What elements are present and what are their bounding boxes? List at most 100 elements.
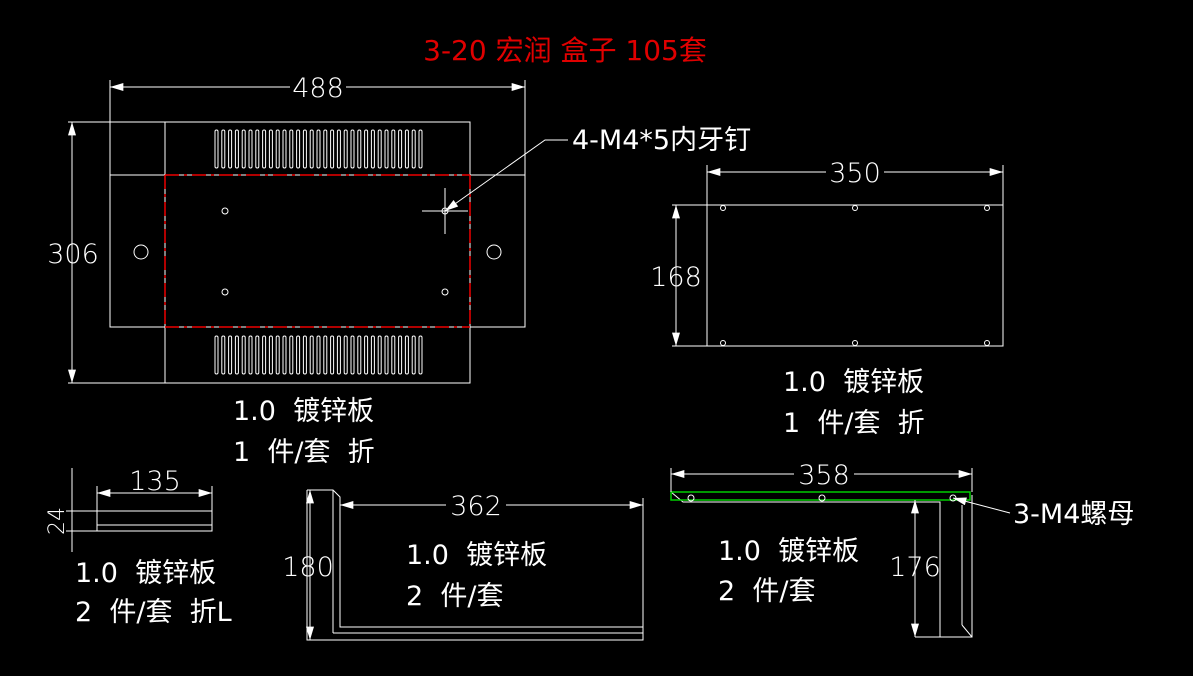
dim-height-label: 24 — [45, 507, 70, 535]
vent-slot — [398, 335, 403, 375]
vent-slot — [289, 335, 294, 375]
spec-label: 1.0 镀锌板 — [406, 540, 547, 571]
mount-hole — [133, 244, 149, 260]
vent-slot — [384, 129, 389, 169]
vent-slot — [398, 129, 403, 169]
vent-slot — [248, 129, 253, 169]
vent-slot — [391, 129, 396, 169]
dim-width-label: 358 — [798, 460, 850, 491]
vent-slot — [228, 129, 233, 169]
drawing-title: 3-20 宏润 盒子 105套 — [423, 34, 707, 67]
vent-slot — [255, 129, 260, 169]
spec-label: 1.0 镀锌板 — [75, 558, 216, 589]
vent-slot — [418, 335, 423, 375]
qty-label: 2 件/套 — [406, 581, 503, 612]
main-body-outline — [164, 121, 471, 384]
vent-slot — [282, 335, 287, 375]
vent-slot — [357, 335, 362, 375]
dim-height-label: 180 — [282, 552, 334, 583]
vent-slot — [343, 129, 348, 169]
vent-slot — [330, 335, 335, 375]
qty-label: 2 件/套 折L — [75, 597, 232, 628]
screw-hole — [441, 288, 449, 296]
bracket-part: 358 176 3-M4螺母 1.0 镀锌板 2 件/套 — [670, 460, 1134, 638]
vent-slot — [296, 335, 301, 375]
callout-leader — [444, 139, 568, 212]
qty-label: 2 件/套 — [718, 576, 815, 607]
vent-slot — [302, 335, 307, 375]
side-outline — [706, 204, 1004, 347]
vent-slot — [404, 129, 409, 169]
vent-slot — [336, 335, 341, 375]
vent-slot — [221, 129, 226, 169]
vent-slot — [377, 335, 382, 375]
vent-slot — [221, 335, 226, 375]
vent-slot — [370, 129, 375, 169]
vent-slot — [234, 129, 239, 169]
vent-slot — [364, 129, 369, 169]
vent-slot — [268, 335, 273, 375]
vent-slot — [323, 335, 328, 375]
screw-hole — [221, 207, 229, 215]
dim-height-label: 176 — [889, 552, 941, 583]
dim-width-label: 362 — [450, 491, 502, 522]
side-view: 350 168 1.0 镀锌板 1 件/套 折 — [650, 158, 1004, 439]
vent-slot — [262, 335, 267, 375]
main-view: 488 306 4-M4*5内牙钉 1.0 镀锌板 1 件/套 折 — [47, 73, 751, 468]
vent-slot — [262, 129, 267, 169]
vent-slot — [309, 129, 314, 169]
vent-slot — [411, 335, 416, 375]
vent-slot — [282, 129, 287, 169]
vent-slot — [411, 129, 416, 169]
vent-slot — [384, 335, 389, 375]
vent-slot — [289, 129, 294, 169]
main-flanges-outline — [109, 174, 526, 328]
qty-label: 1 件/套 折 — [783, 408, 925, 439]
vent-slot — [228, 335, 233, 375]
vent-slot — [275, 335, 280, 375]
vent-slot — [323, 129, 328, 169]
vent-slot — [364, 335, 369, 375]
vent-slot — [296, 129, 301, 169]
vent-slot — [302, 129, 307, 169]
spec-label: 1.0 镀锌板 — [783, 367, 924, 398]
vent-slot — [268, 129, 273, 169]
vent-slot — [370, 335, 375, 375]
vent-slot — [248, 335, 253, 375]
l-part: 362 180 1.0 镀锌板 2 件/套 — [282, 489, 644, 641]
vent-slot — [309, 335, 314, 375]
vent-slot — [418, 129, 423, 169]
dim-height-label: 168 — [650, 262, 702, 293]
vent-slot — [404, 335, 409, 375]
vent-slot — [377, 129, 382, 169]
vent-slot — [275, 129, 280, 169]
dim-width-label: 350 — [829, 158, 881, 189]
small-part: 135 24 1.0 镀锌板 2 件/套 折L — [45, 466, 232, 628]
dim-height-label: 306 — [47, 239, 99, 270]
vent-slot — [357, 129, 362, 169]
mount-hole — [486, 244, 502, 260]
callout-label: 4-M4*5内牙钉 — [572, 125, 751, 156]
callout-leader — [952, 497, 1011, 514]
vent-slot — [350, 129, 355, 169]
vent-slot — [330, 129, 335, 169]
vent-slot — [214, 335, 219, 375]
vent-slot — [234, 335, 239, 375]
vent-slot — [350, 335, 355, 375]
vent-slot — [255, 335, 260, 375]
dim-width-label: 135 — [129, 466, 181, 497]
spec-label: 1.0 镀锌板 — [233, 396, 374, 427]
dim-width-label: 488 — [292, 73, 344, 104]
vent-slot — [214, 129, 219, 169]
vent-slots — [214, 129, 423, 375]
vent-slot — [316, 129, 321, 169]
vent-slot — [336, 129, 341, 169]
qty-label: 1 件/套 折 — [233, 437, 375, 468]
vent-slot — [241, 335, 246, 375]
callout-label: 3-M4螺母 — [1013, 499, 1134, 530]
vent-slot — [391, 335, 396, 375]
spec-label: 1.0 镀锌板 — [718, 536, 859, 567]
highlighted-edge — [670, 491, 971, 501]
screw-hole — [221, 288, 229, 296]
